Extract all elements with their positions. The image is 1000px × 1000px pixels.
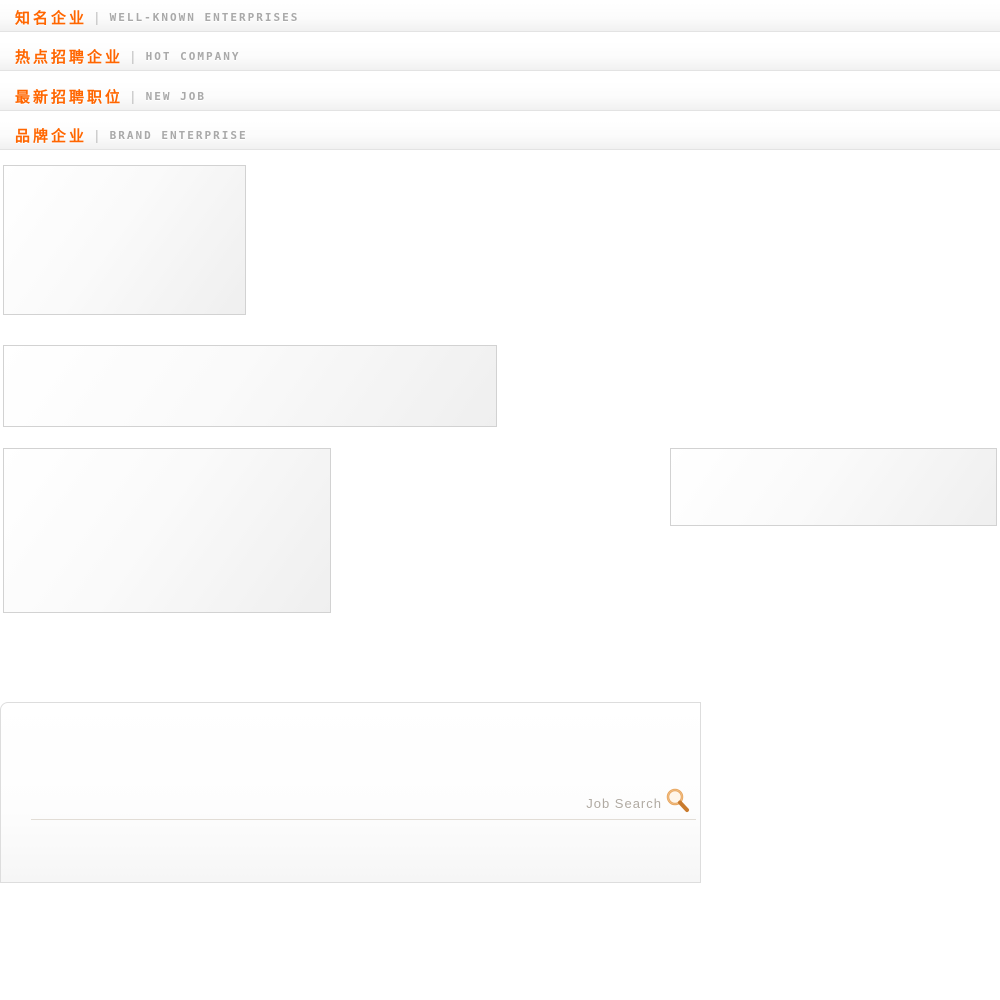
- section-header-new-job: 最新招聘职位 | NEW JOB: [0, 82, 1000, 111]
- section-title-cn: 热点招聘企业: [15, 47, 124, 66]
- section-header-brand-enterprise: 品牌企业 | BRAND ENTERPRISE: [0, 121, 1000, 150]
- section-title-cn: 品牌企业: [15, 126, 88, 145]
- header-divider: |: [131, 88, 135, 104]
- header-divider: |: [95, 9, 99, 25]
- magnifier-icon: [666, 788, 689, 812]
- content-panel-brand-enterprise: [670, 448, 997, 526]
- section-header-hot-company: 热点招聘企业 | HOT COMPANY: [0, 42, 1000, 71]
- header-divider: |: [95, 127, 99, 143]
- content-panel-hot-company: [3, 345, 497, 427]
- job-search-link[interactable]: Job Search: [586, 783, 692, 815]
- section-title-en: NEW JOB: [145, 89, 207, 103]
- content-panel-new-job: [3, 448, 331, 613]
- section-title-en: BRAND ENTERPRISE: [109, 128, 248, 142]
- job-search-label: Job Search: [586, 796, 662, 811]
- content-panel-well-known: [3, 165, 246, 315]
- header-divider: |: [131, 48, 135, 64]
- job-search-panel: Job Search: [0, 702, 701, 883]
- section-title-cn: 知名企业: [15, 8, 88, 27]
- search-divider-line: [31, 819, 696, 820]
- section-title-cn: 最新招聘职位: [15, 87, 124, 106]
- section-header-well-known: 知名企业 | WELL-KNOWN ENTERPRISES: [0, 3, 1000, 32]
- section-title-en: WELL-KNOWN ENTERPRISES: [109, 10, 300, 24]
- section-title-en: HOT COMPANY: [145, 49, 241, 63]
